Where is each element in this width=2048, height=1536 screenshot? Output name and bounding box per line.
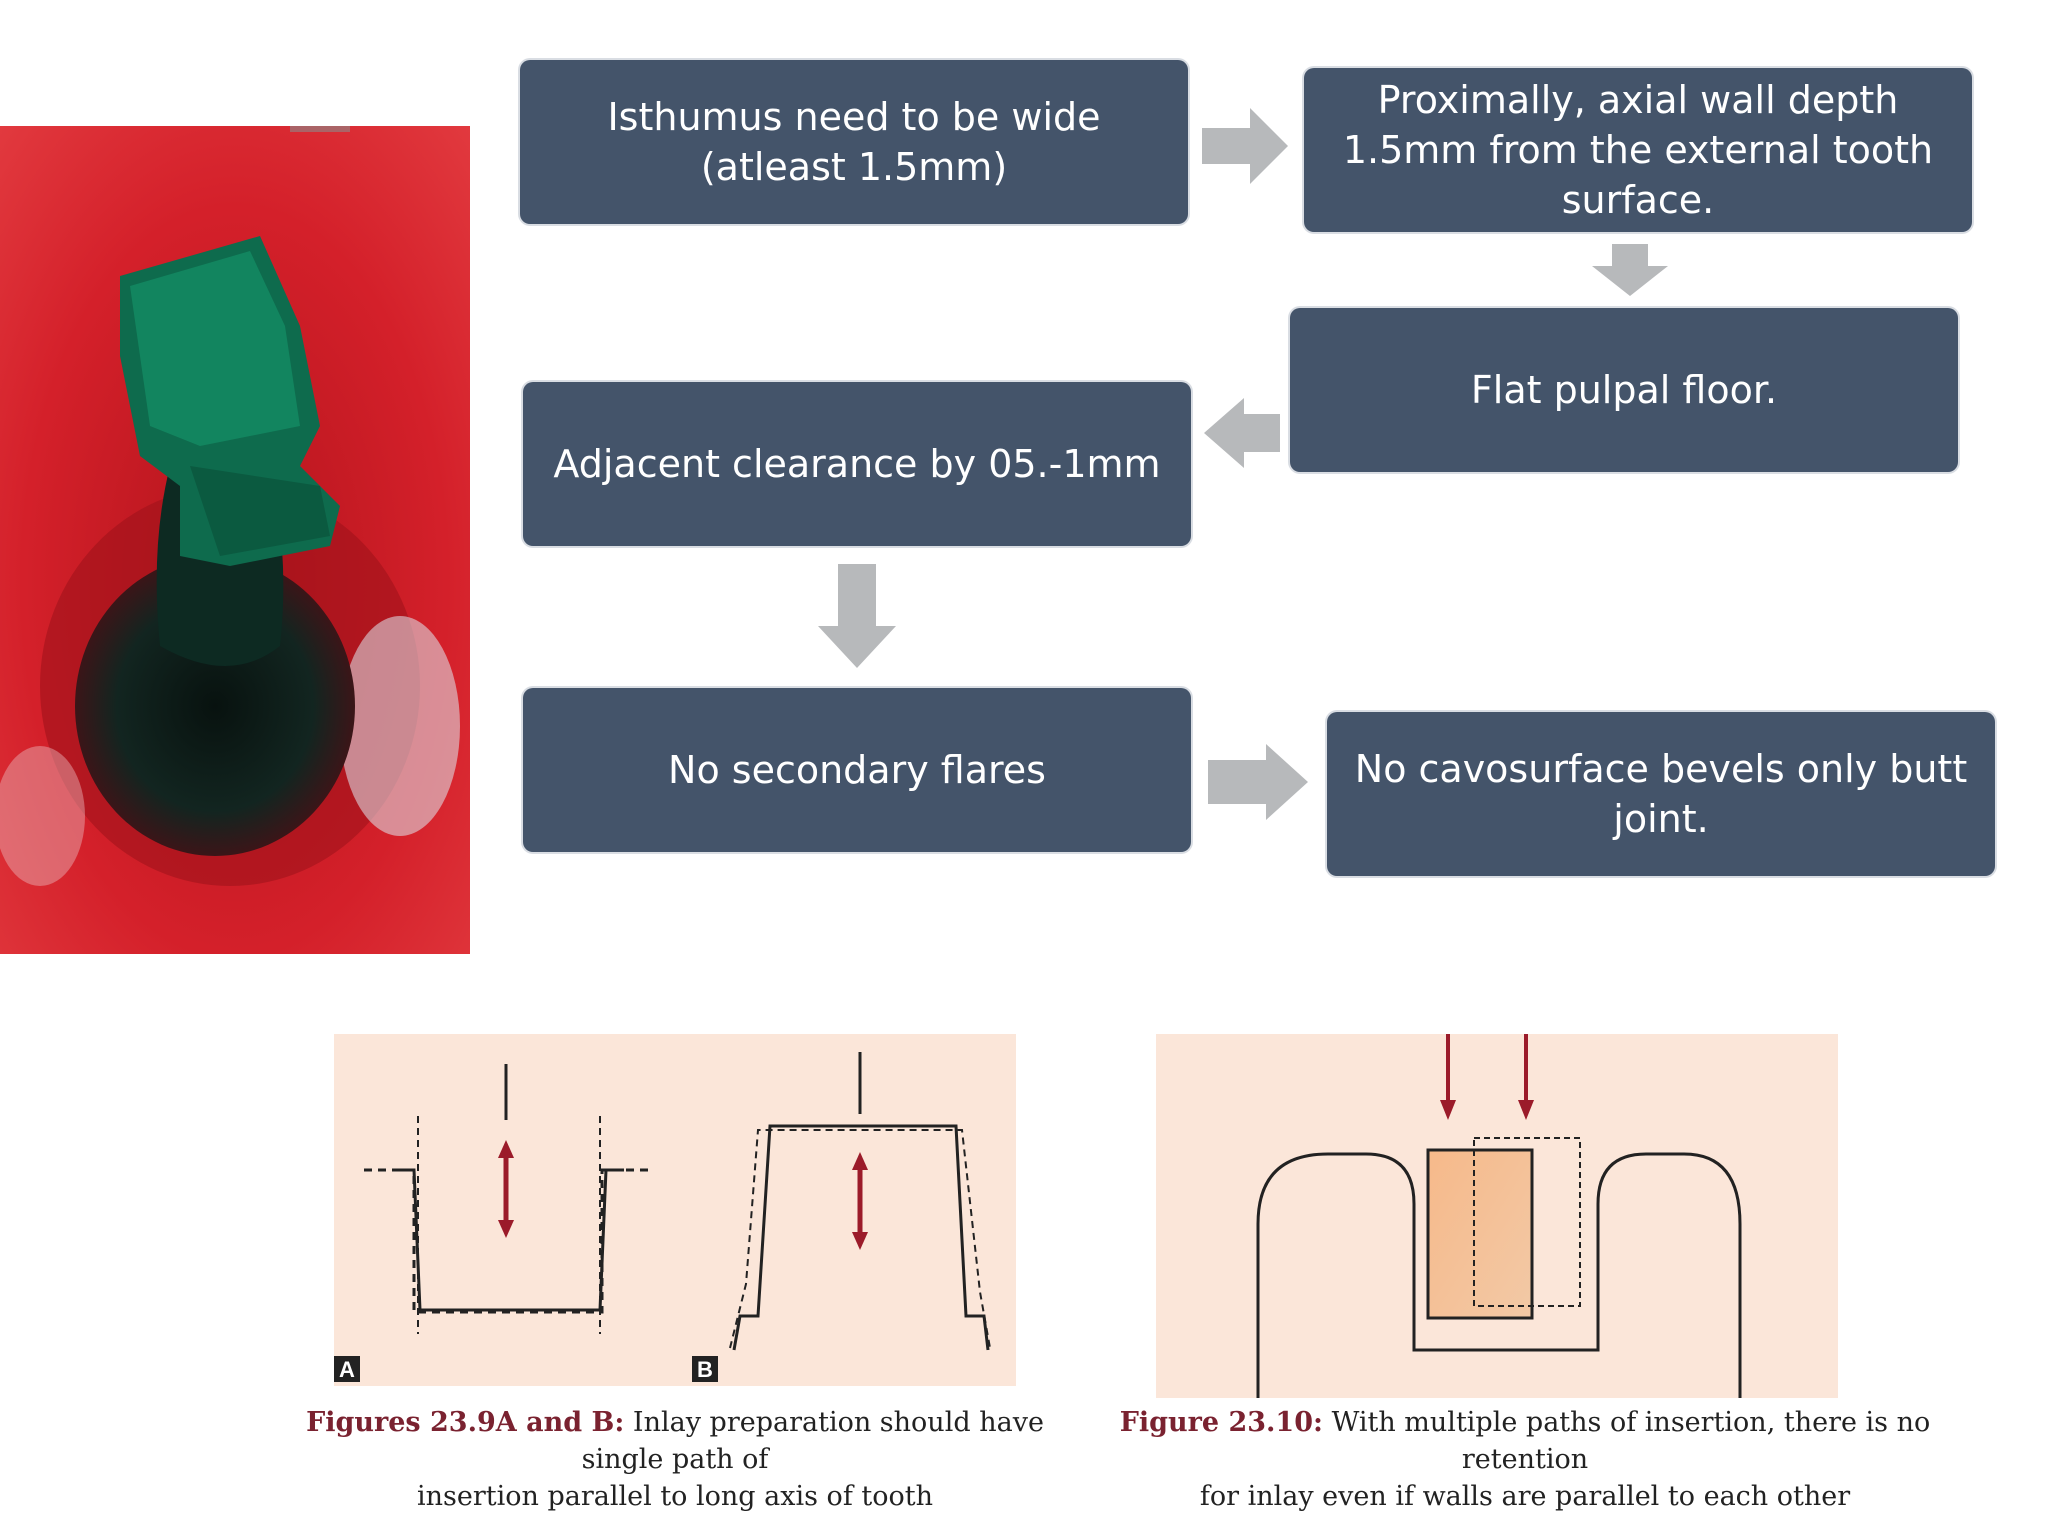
panel-a-label: A bbox=[339, 1357, 355, 1382]
wax-pattern-image bbox=[0, 126, 470, 954]
panel-b-label: B bbox=[697, 1357, 713, 1382]
arrow-down-icon bbox=[818, 564, 896, 668]
arrow-right-icon bbox=[1202, 108, 1288, 184]
flow-box-isthmus: Isthumus need to be wide (atleast 1.5mm) bbox=[520, 60, 1188, 224]
figure-caption-left: Figures 23.9A and B: Inlay preparation s… bbox=[262, 1404, 1088, 1515]
caption-lead: Figure 23.10: bbox=[1119, 1407, 1323, 1438]
figure-inlay-single-path: A B bbox=[334, 1034, 1016, 1386]
inlay-preparation-diagram: A B bbox=[334, 1052, 991, 1382]
caption-text: for inlay even if walls are parallel to … bbox=[1199, 1481, 1851, 1512]
caption-text: Inlay preparation should have single pat… bbox=[581, 1407, 1044, 1475]
caption-text: insertion parallel to long axis of tooth bbox=[417, 1481, 933, 1512]
caption-lead: Figures 23.9A and B: bbox=[306, 1407, 625, 1438]
arrow-left-icon bbox=[1204, 398, 1280, 468]
wax-pattern-photo bbox=[0, 126, 470, 954]
arrow-right-icon bbox=[1208, 744, 1308, 820]
figure-inlay-multiple-paths bbox=[1156, 1034, 1838, 1398]
caption-text: With multiple paths of insertion, there … bbox=[1331, 1407, 1931, 1475]
flow-box-axial-wall-depth: Proximally, axial wall depth 1.5mm from … bbox=[1304, 68, 1972, 232]
arrow-down-icon bbox=[1592, 244, 1668, 296]
flow-box-flat-pulpal-floor: Flat pulpal floor. bbox=[1290, 308, 1958, 472]
flow-box-no-cavosurface-bevels: No cavosurface bevels only butt joint. bbox=[1327, 712, 1995, 876]
flow-box-no-secondary-flares: No secondary flares bbox=[523, 688, 1191, 852]
multiple-paths-diagram bbox=[1256, 1034, 1742, 1398]
flow-box-adjacent-clearance: Adjacent clearance by 05.-1mm bbox=[523, 382, 1191, 546]
figure-caption-right: Figure 23.10: With multiple paths of ins… bbox=[1090, 1404, 1960, 1515]
